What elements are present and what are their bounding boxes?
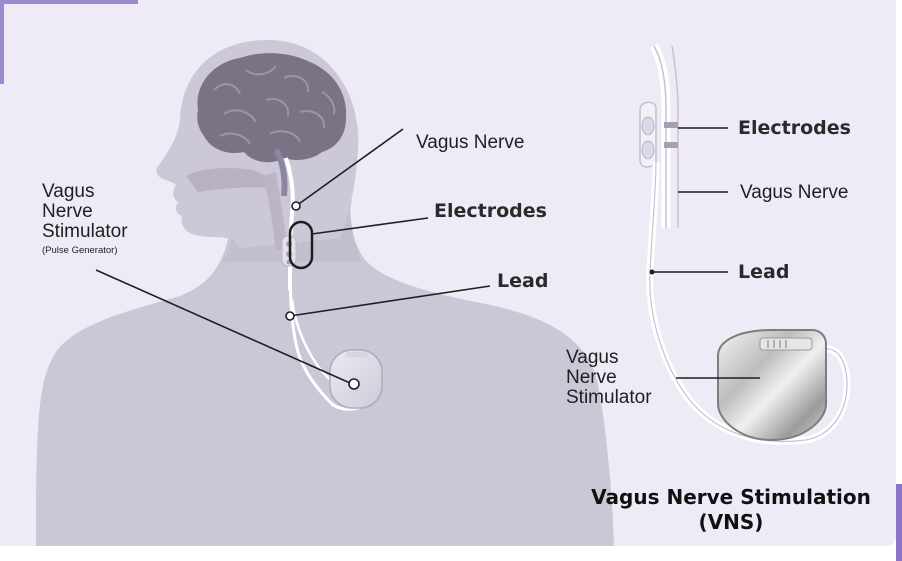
detail-stimulator-label-line: Vagus (566, 348, 652, 368)
frame-accent-left (0, 0, 4, 84)
stimulator-point (349, 379, 359, 389)
lead-point (286, 312, 294, 320)
body-stimulator-label-line: Nerve (42, 202, 128, 222)
vagus-nerve-point (292, 202, 300, 210)
diagram-title-line: Vagus Nerve Stimulation (566, 485, 896, 510)
detail-stimulator-label: Vagus Nerve Stimulator (566, 348, 652, 408)
body-stimulator-label-line: Vagus (42, 182, 128, 202)
detail-lead-point (650, 270, 655, 275)
diagram-panel: Vagus Nerve Electrodes Lead Vagus Nerve … (0, 0, 896, 546)
detail-vagus-nerve-label: Vagus Nerve (740, 183, 848, 202)
detail-lead-label: Lead (738, 263, 789, 282)
body-stimulator-sublabel: (Pulse Generator) (42, 246, 118, 256)
detail-stimulator-label-line: Nerve (566, 368, 652, 388)
body-vagus-nerve-label: Vagus Nerve (416, 133, 524, 152)
body-stimulator-label: Vagus Nerve Stimulator (42, 182, 128, 242)
frame-accent-top (0, 0, 138, 4)
body-stimulator-label-line: Stimulator (42, 222, 128, 242)
body-electrodes-label: Electrodes (434, 202, 547, 221)
diagram-title-line: (VNS) (566, 510, 896, 535)
detail-electrodes-label: Electrodes (738, 119, 851, 138)
frame-accent-bottom-right (896, 484, 902, 561)
diagram-title: Vagus Nerve Stimulation (VNS) (566, 485, 896, 535)
detail-stimulator-label-line: Stimulator (566, 388, 652, 408)
body-lead-label: Lead (497, 272, 548, 291)
